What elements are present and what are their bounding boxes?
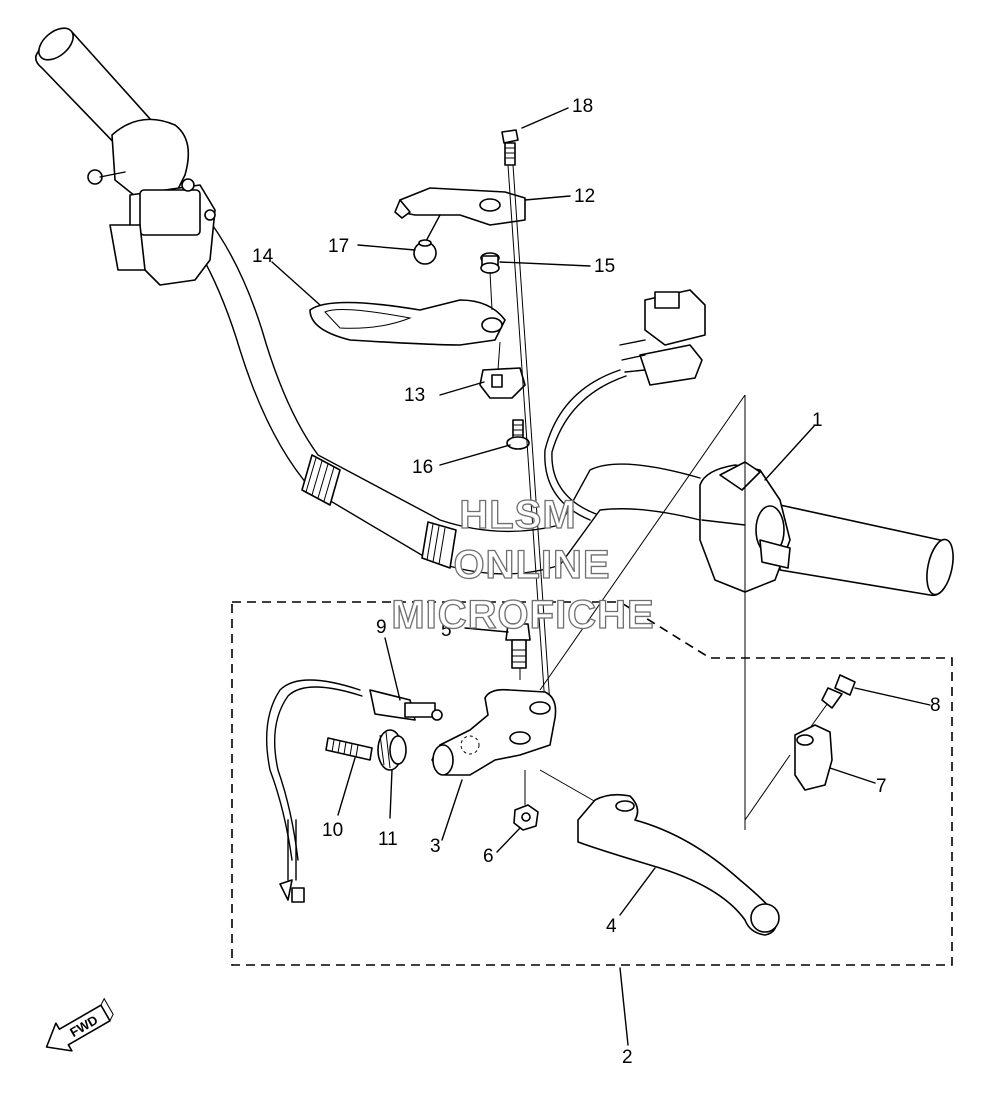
assembly-lines <box>489 164 831 830</box>
callout-8: 8 <box>930 695 941 716</box>
part-9-switch-cable <box>266 679 443 903</box>
part-7-clamp <box>794 724 833 791</box>
part-8-bolt <box>821 674 856 709</box>
callout-4: 4 <box>606 916 617 937</box>
part-3-bracket <box>431 688 557 776</box>
part-5-bolt <box>505 623 531 669</box>
watermark-line-3: MICROFICHE <box>391 593 654 637</box>
callout-6: 6 <box>483 846 494 867</box>
bar-knurl-left <box>301 454 341 506</box>
callout-5: 5 <box>441 620 452 641</box>
callout-14: 14 <box>252 246 274 267</box>
switch-wiring <box>544 289 706 521</box>
part-11-locknut <box>377 729 407 771</box>
part-13-holder <box>479 367 526 399</box>
callout-7: 7 <box>876 776 887 797</box>
callout-15: 15 <box>594 256 615 277</box>
callout-17: 17 <box>328 236 349 257</box>
callout-1: 1 <box>812 410 823 431</box>
part-14-cable-lever <box>309 299 506 346</box>
part-6-nut <box>513 804 539 831</box>
fwd-arrow-icon: FWD <box>45 997 114 1052</box>
part-12-lever <box>394 187 526 244</box>
part-10-adjuster <box>325 737 373 761</box>
bar-knurl-right <box>421 521 457 569</box>
watermark-line-2: ONLINE <box>453 543 610 587</box>
callout-18: 18 <box>572 96 593 117</box>
part-18-screw <box>501 129 519 166</box>
watermark-line-1: HLSM <box>459 493 576 537</box>
callout-2: 2 <box>622 1047 633 1068</box>
callout-11: 11 <box>378 829 398 850</box>
leader-lines <box>271 107 931 1046</box>
part-17-knob <box>413 239 437 265</box>
callout-12: 12 <box>574 186 595 207</box>
part-4-lever <box>577 793 780 936</box>
callout-9: 9 <box>376 617 387 638</box>
callout-labels: 18 12 17 14 15 13 16 1 5 9 10 11 3 6 4 8… <box>252 96 941 1068</box>
master-cylinder <box>87 118 216 286</box>
assembly-2-boundary <box>231 601 953 966</box>
callout-13: 13 <box>404 385 425 406</box>
part-16-screw <box>506 419 530 450</box>
callout-3: 3 <box>430 836 441 857</box>
part-15-collar <box>480 252 500 274</box>
callout-16: 16 <box>412 457 433 478</box>
watermark: HLSM ONLINE MICROFICHE <box>391 492 655 637</box>
callout-10: 10 <box>322 820 343 841</box>
